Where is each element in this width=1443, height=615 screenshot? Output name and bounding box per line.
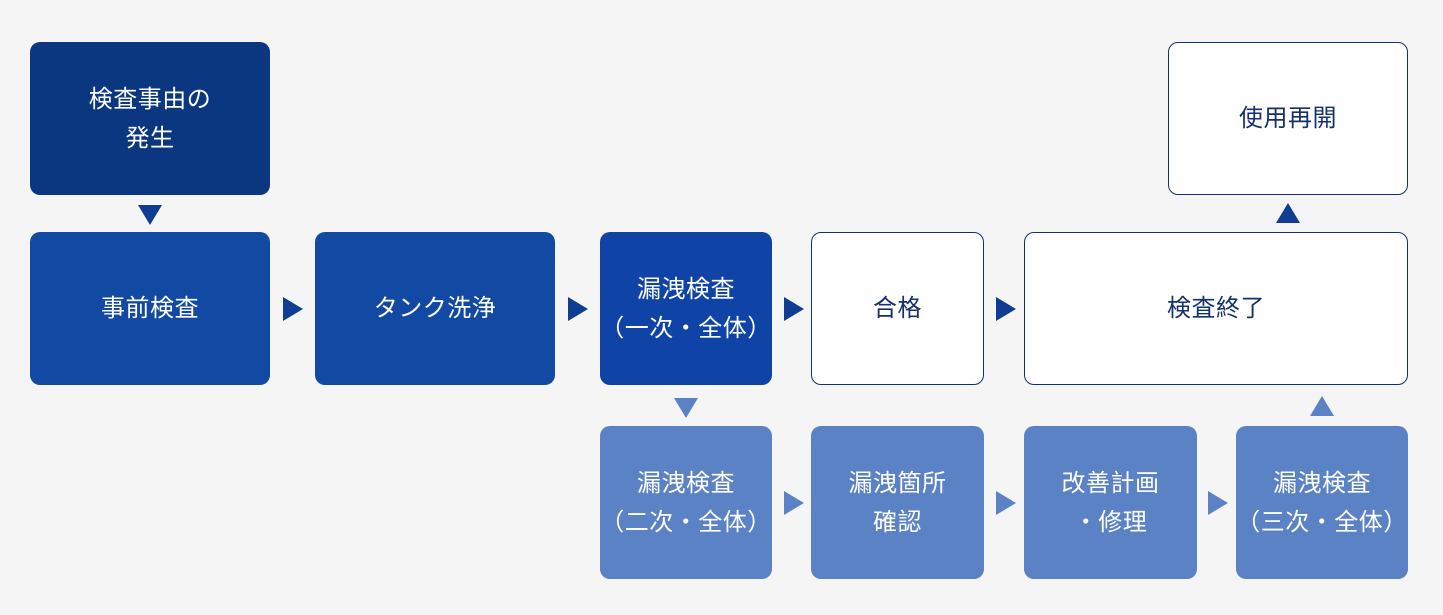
arrow-test1-to-test2 <box>674 398 698 418</box>
node-pass: 合格 <box>811 232 984 385</box>
arrow-trigger-to-pre <box>138 205 162 225</box>
node-pre-inspection-label: 事前検査 <box>101 294 199 322</box>
node-resume-use-label: 使用再開 <box>1239 104 1337 132</box>
node-pre-inspection: 事前検査 <box>30 232 270 385</box>
node-improvement-label: 改善計画 ・修理 <box>1061 468 1160 536</box>
node-leak-test-3-label: 漏洩検査 （三次・全体） <box>1236 468 1408 536</box>
node-trigger: 検査事由の 発生 <box>30 42 270 195</box>
node-leak-test-2: 漏洩検査 （二次・全体） <box>600 426 772 579</box>
arrow-test1-to-pass <box>784 297 804 321</box>
arrow-pre-to-cleaning <box>283 297 303 321</box>
node-trigger-label: 検査事由の 発生 <box>88 84 212 152</box>
node-leak-test-1: 漏洩検査 （一次・全体） <box>600 232 772 385</box>
node-inspection-end-label: 検査終了 <box>1167 294 1265 322</box>
node-leak-location: 漏洩箇所 確認 <box>811 426 984 579</box>
arrow-location-to-improvement <box>996 491 1016 515</box>
node-resume-use: 使用再開 <box>1168 42 1408 195</box>
node-leak-location-label: 漏洩箇所 確認 <box>848 468 947 536</box>
node-leak-test-1-label: 漏洩検査 （一次・全体） <box>600 274 772 342</box>
node-improvement: 改善計画 ・修理 <box>1024 426 1197 579</box>
node-inspection-end: 検査終了 <box>1024 232 1408 385</box>
node-pass-label: 合格 <box>873 294 922 322</box>
arrow-test2-to-location <box>784 491 804 515</box>
arrow-end-to-resume <box>1276 203 1300 223</box>
node-tank-cleaning: タンク洗浄 <box>315 232 555 385</box>
node-leak-test-2-label: 漏洩検査 （二次・全体） <box>600 468 772 536</box>
arrow-cleaning-to-test1 <box>568 297 588 321</box>
node-tank-cleaning-label: タンク洗浄 <box>373 294 497 322</box>
node-leak-test-3: 漏洩検査 （三次・全体） <box>1236 426 1408 579</box>
arrow-pass-to-end <box>996 297 1016 321</box>
arrow-improvement-to-test3 <box>1208 491 1228 515</box>
arrow-test3-to-end <box>1310 396 1334 416</box>
